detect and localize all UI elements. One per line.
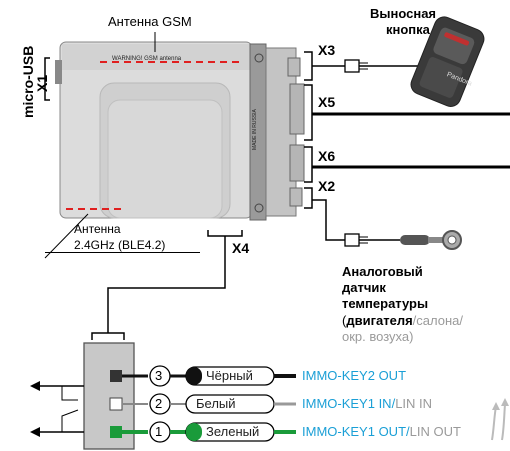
signal-text: IMMO-KEY2 OUT (302, 368, 407, 383)
temp-sensor-opt-outside: окр. возуха) (342, 329, 414, 344)
wire-1-color-name: Зеленый (206, 424, 260, 439)
connector-x4-label: X4 (232, 240, 250, 256)
slash: / (412, 313, 417, 328)
ble-antenna-label-line2: 2.4GHz (BLE4.2) (74, 238, 166, 252)
wire-2-signal: IMMO-KEY1 IN/LIN IN (302, 396, 432, 411)
connector-x6-label: X6 (318, 148, 336, 164)
wire-3-color-name: Чёрный (206, 368, 253, 383)
signal-suffix: LIN IN (395, 396, 433, 411)
ble-antenna-label-line1: Антенна (74, 222, 121, 236)
paren-open: ( (342, 313, 347, 328)
ble-underline (45, 252, 200, 253)
connector-x5-label: X5 (318, 94, 336, 110)
main-unit (55, 41, 305, 221)
warning-sticker: WARNING! GSM antenna (112, 56, 182, 62)
remote-button-label-line1: Выносная (370, 6, 437, 21)
wire-1-number: 1 (155, 424, 163, 439)
temp-sensor-label-line1: Аналоговый (342, 264, 423, 279)
connector-x3-label: X3 (318, 42, 336, 58)
temp-sensor-label-line3: температуры (342, 296, 429, 311)
remote-button-label-line2: кнопка (386, 22, 430, 37)
wire-1-signal: IMMO-KEY1 OUT/LIN OUT (302, 424, 461, 439)
connector-x1-label: X1 (34, 74, 50, 92)
signal-suffix: LIN OUT (409, 424, 461, 439)
temp-sensor-options: (двигателя/салона/ (342, 313, 463, 328)
opt-engine: двигателя (346, 313, 413, 328)
relay-connector (83, 342, 135, 450)
temp-sensor-probe (400, 230, 462, 250)
made-in-label: MADE IN RUSSIA (252, 109, 258, 150)
bidirectional-arrows-icon (491, 398, 509, 441)
temp-sensor-label-line2: датчик (342, 280, 386, 295)
gsm-antenna-label: Антенна GSM (108, 14, 192, 29)
wire-2-number: 2 (155, 396, 163, 411)
wire-2-color-name: Белый (196, 396, 236, 411)
signal-text: IMMO-KEY1 OUT/ (302, 424, 410, 439)
wire-3-signal: IMMO-KEY2 OUT (302, 368, 406, 383)
remote-button-device (410, 16, 485, 107)
wire-3-number: 3 (155, 368, 163, 383)
opt-cabin: салона/ (416, 313, 464, 328)
connector-x2-label: X2 (318, 178, 336, 194)
signal-text: IMMO-KEY1 IN/ (302, 396, 396, 411)
